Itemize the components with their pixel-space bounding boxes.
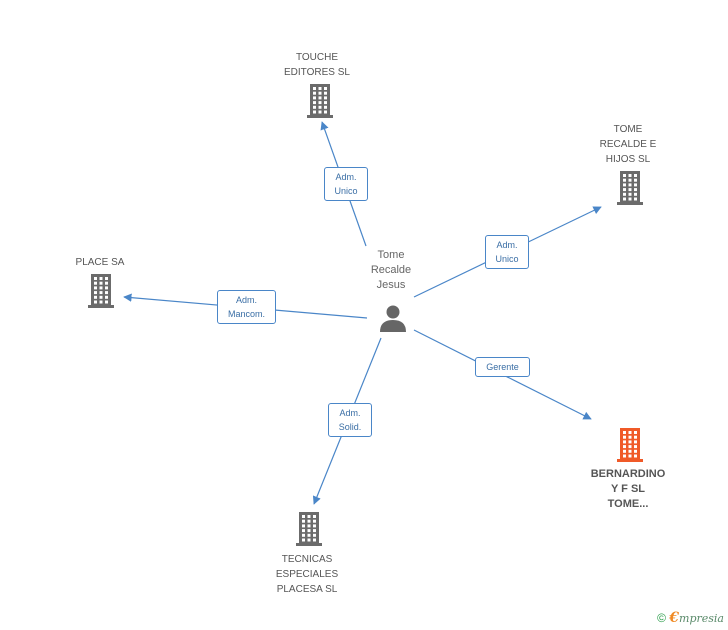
edge-label-tecnicas[interactable]: Adm. Solid. (328, 403, 372, 437)
building-icon-place[interactable] (88, 274, 114, 308)
company-label-place[interactable]: PLACE SA (75, 257, 125, 268)
company-label-tome-recalde[interactable]: TOME RECALDE E HIJOS SL (599, 124, 657, 165)
building-icon-tome-recalde[interactable] (617, 171, 643, 205)
company-label-bernardino[interactable]: BERNARDINO Y F SL TOME... (590, 468, 666, 510)
company-label-tecnicas[interactable]: TECNICAS ESPECIALES PLACESA SL (275, 554, 339, 595)
company-label-touche[interactable]: TOUCHE EDITORES SL (284, 52, 350, 78)
building-icon-bernardino[interactable] (617, 428, 643, 462)
edge-label-bernardino[interactable]: Gerente (475, 357, 530, 377)
building-icon-tecnicas[interactable] (296, 512, 322, 546)
person-icon[interactable] (380, 305, 406, 333)
brand-name: mpresia (679, 612, 724, 625)
person-label[interactable]: Tome Recalde Jesus (370, 249, 412, 291)
brand-logo-e: € (669, 610, 680, 626)
edge-label-tome-recalde[interactable]: Adm. Unico (485, 235, 529, 269)
edge-label-touche[interactable]: Adm. Unico (324, 167, 368, 201)
footer-brand: © €mpresia (657, 610, 724, 626)
edge-label-place[interactable]: Adm. Mancom. (217, 290, 276, 324)
building-icon-touche[interactable] (307, 84, 333, 118)
copyright-symbol: © (657, 611, 666, 625)
